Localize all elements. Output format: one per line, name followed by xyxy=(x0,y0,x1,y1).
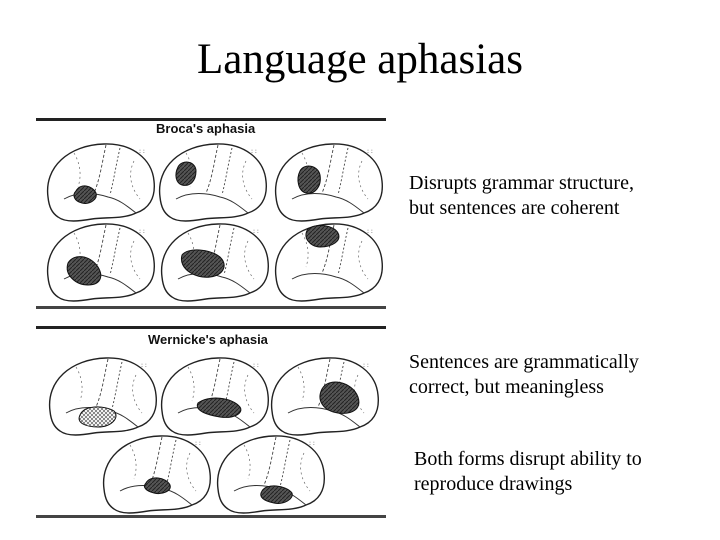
wernicke-brain-diagrams xyxy=(48,357,380,514)
brain-diagram xyxy=(160,357,270,436)
broca-caption: Disrupts grammar structure, but sentence… xyxy=(409,171,634,221)
brain-diagram xyxy=(46,223,156,302)
brain-diagram xyxy=(48,357,158,436)
brain-diagram xyxy=(216,435,326,514)
wernicke-caption-line: Sentences are grammatically xyxy=(409,351,639,373)
broca-figure-label: Broca's aphasia xyxy=(156,121,256,136)
broca-aphasia-figure: : : Broca's aphasia xyxy=(36,118,386,309)
brain-diagram xyxy=(274,143,384,222)
wernicke-caption: Sentences are grammatically correct, but… xyxy=(409,350,639,400)
brain-diagram xyxy=(160,223,270,302)
both-forms-caption-line: Both forms disrupt ability to xyxy=(414,448,642,470)
brain-diagram xyxy=(46,143,156,222)
brain-diagram xyxy=(270,357,380,436)
brain-diagram xyxy=(274,223,384,302)
wernicke-caption-line: correct, but meaningless xyxy=(409,376,604,398)
wernicke-aphasia-figure: Wernicke's aphasia xyxy=(36,326,386,518)
both-forms-caption-line: reproduce drawings xyxy=(414,473,573,495)
brain-diagram xyxy=(102,435,212,514)
wernicke-figure-label: Wernicke's aphasia xyxy=(148,332,268,347)
slide-title: Language aphasias xyxy=(197,36,523,83)
broca-brain-diagrams: : : xyxy=(46,143,384,302)
both-forms-caption: Both forms disrupt ability to reproduce … xyxy=(414,447,642,497)
broca-caption-line: Disrupts grammar structure, xyxy=(409,172,634,194)
broca-caption-line: but sentences are coherent xyxy=(409,197,620,219)
brain-diagram xyxy=(158,143,268,222)
